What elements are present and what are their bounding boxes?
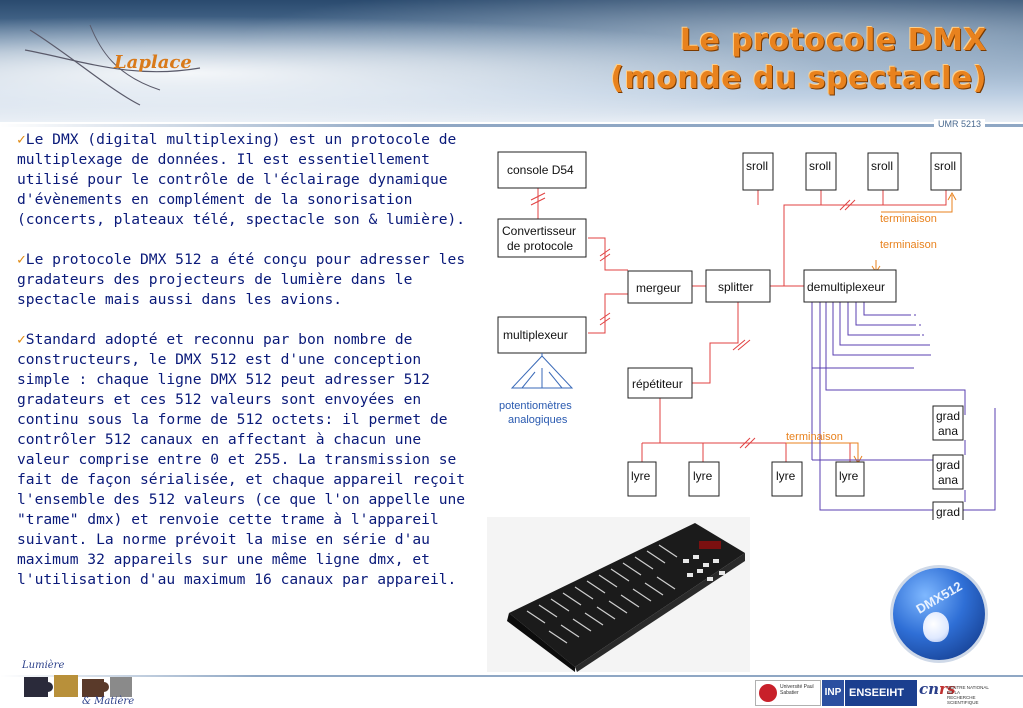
paragraph: ✓Standard adopté et reconnu par bon nomb…: [17, 331, 466, 588]
page-title: Le protocole DMX (monde du spectacle): [610, 22, 987, 98]
grad-box: [932, 454, 964, 490]
mergeur-box: [627, 270, 693, 304]
mergeur-label: mergeur: [636, 281, 681, 295]
demultiplexeur-label: demultiplexeur: [807, 280, 885, 294]
repetiteur-label: répétiteur: [632, 377, 683, 391]
header-banner: Laplace Le protocole DMX (monde du spect…: [0, 0, 1023, 122]
paragraph: ✓Le DMX (digital multiplexing) est un pr…: [17, 131, 466, 228]
sroll-label: sroll: [809, 159, 831, 173]
check-icon: ✓: [17, 251, 26, 268]
dmx-network-diagram: console D54 Convertisseur de protocole m…: [497, 151, 996, 520]
umr-label: UMR 5213: [933, 119, 985, 129]
dmx-console-photo: [487, 517, 750, 672]
multiplexeur-box: [497, 316, 587, 354]
lyre-box: [835, 461, 865, 497]
grad-box: [932, 405, 964, 441]
lyre-box: [627, 461, 657, 497]
grad-label: grad: [936, 409, 960, 423]
laplace-logo: Laplace: [114, 52, 192, 73]
body-text: ✓Le DMX (digital multiplexing) est un pr…: [17, 130, 467, 610]
analogiques-label: analogiques: [508, 414, 568, 426]
check-icon: ✓: [17, 131, 26, 148]
lyre-label: lyre: [839, 469, 859, 483]
lyre-box: [771, 461, 803, 497]
lightbulb-icon: [923, 612, 949, 642]
puzzle-icon: [24, 675, 132, 697]
dmx512-badge-icon: DMX512: [893, 568, 985, 660]
dmx-console-icon: [507, 523, 745, 672]
ups-logo: Université Paul Sabatier: [755, 680, 821, 706]
terminaison-label: terminaison: [880, 239, 937, 251]
sroll-label: sroll: [934, 159, 956, 173]
check-icon: ✓: [17, 331, 26, 348]
title-line-2: (monde du spectacle): [610, 61, 987, 96]
lm-logo-bottom: & Matière: [82, 696, 135, 707]
lyre-label: lyre: [631, 469, 651, 483]
footer-rule: [0, 675, 1023, 677]
repetiteur-box: [627, 367, 693, 399]
grad-box: [932, 501, 964, 520]
lyre-label: lyre: [776, 469, 796, 483]
convertisseur-box: [497, 218, 587, 258]
ups-emblem-icon: [759, 684, 777, 702]
sroll-label: sroll: [746, 159, 768, 173]
lumiere-matiere-logo: Lumière & Matière: [20, 660, 140, 707]
lyre-label: lyre: [693, 469, 713, 483]
paragraph: ✓Le protocole DMX 512 a été conçu pour a…: [17, 251, 466, 308]
header-glow: [0, 0, 1023, 122]
ana-label: ana: [938, 424, 958, 438]
header-rule: [0, 124, 1023, 127]
lm-logo-top: Lumière: [22, 660, 65, 671]
grad-label: grad: [936, 458, 960, 472]
sroll-box: [805, 152, 837, 191]
sroll-box: [930, 152, 962, 191]
potentiometer-icon: [510, 353, 574, 389]
console-label: console D54: [507, 163, 574, 177]
terminaison-label: terminaison: [880, 213, 937, 225]
sroll-box: [867, 152, 899, 191]
potentiometres-label: potentiomètres: [499, 400, 572, 412]
terminaison-label: terminaison: [786, 431, 843, 443]
sroll-box: [742, 152, 774, 191]
sroll-label: sroll: [871, 159, 893, 173]
cnrs-emblem-icon: cnrs: [919, 680, 956, 698]
convertisseur-label-1: Convertisseur: [502, 224, 576, 238]
convertisseur-label-2: de protocole: [507, 239, 573, 253]
splitter-label: splitter: [718, 280, 753, 294]
laplace-swoosh-icon: [24, 24, 201, 106]
ana-label: ana: [938, 473, 958, 487]
splitter-box: [705, 269, 771, 303]
inp-logo: INP: [822, 680, 844, 706]
enseeiht-logo: ENSEEIHT: [845, 680, 917, 706]
grad-label: grad: [936, 505, 960, 519]
multiplexeur-label: multiplexeur: [503, 328, 568, 342]
console-box: [497, 151, 587, 189]
lyre-box: [688, 461, 720, 497]
cnrs-logo: cnrs CENTRE NATIONAL DE LA RECHERCHE SCI…: [919, 680, 989, 706]
demultiplexeur-box: [803, 269, 897, 303]
title-line-1: Le protocole DMX: [679, 23, 987, 58]
